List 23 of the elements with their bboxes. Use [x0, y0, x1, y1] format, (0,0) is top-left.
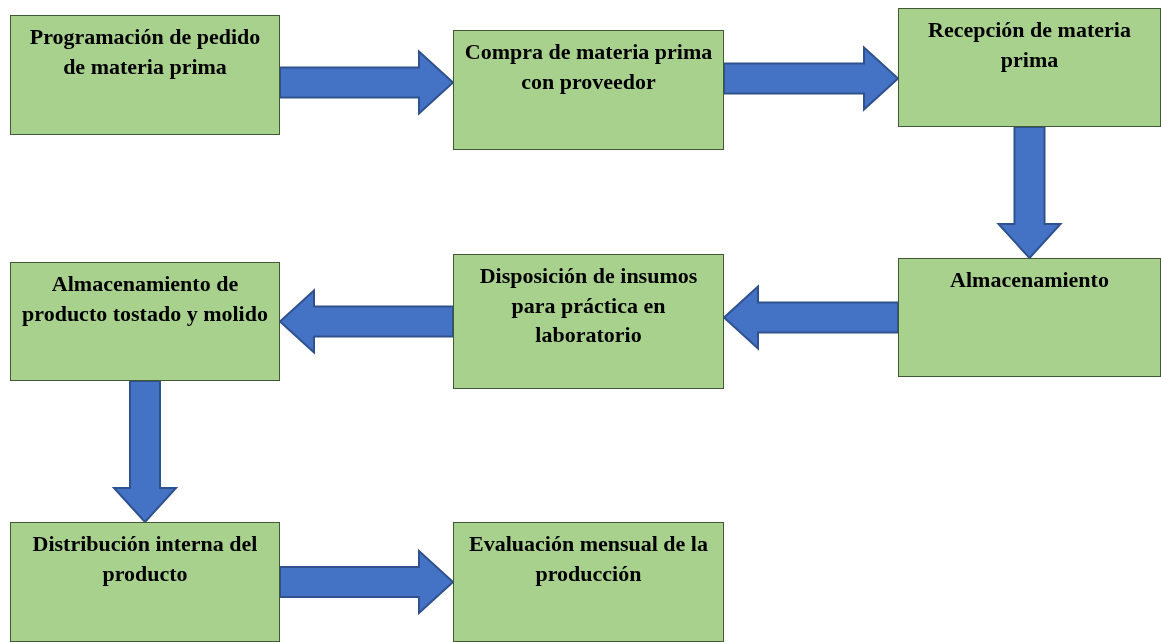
block-arrow — [279, 49, 455, 116]
process-box — [453, 522, 724, 642]
process-box — [453, 254, 724, 389]
block-arrow — [111, 380, 179, 524]
process-box — [10, 262, 280, 381]
box-label: Almacenamiento — [950, 266, 1109, 294]
process-box — [898, 258, 1161, 377]
block-arrow — [722, 284, 899, 351]
process-box — [10, 15, 280, 135]
box-label: Evaluación mensual de la producción — [468, 530, 709, 588]
box-label: Disposición de insumos para práctica en laboratorio — [478, 262, 699, 350]
block-arrow — [279, 548, 455, 616]
block-arrow — [996, 126, 1063, 260]
box-label: Distribución interna del producto — [31, 530, 259, 588]
box-label: Almacenamiento de producto tostado y molido — [21, 270, 269, 328]
box-label: Compra de materia prima con proveedor — [463, 38, 714, 96]
process-box — [453, 30, 724, 150]
block-arrow — [278, 288, 454, 355]
process-box — [10, 522, 280, 642]
block-arrow — [723, 45, 900, 112]
process-box — [898, 8, 1161, 127]
box-label: Programación de pedido de materia prima — [28, 23, 262, 81]
box-label: Recepción de materia prima — [927, 16, 1132, 74]
